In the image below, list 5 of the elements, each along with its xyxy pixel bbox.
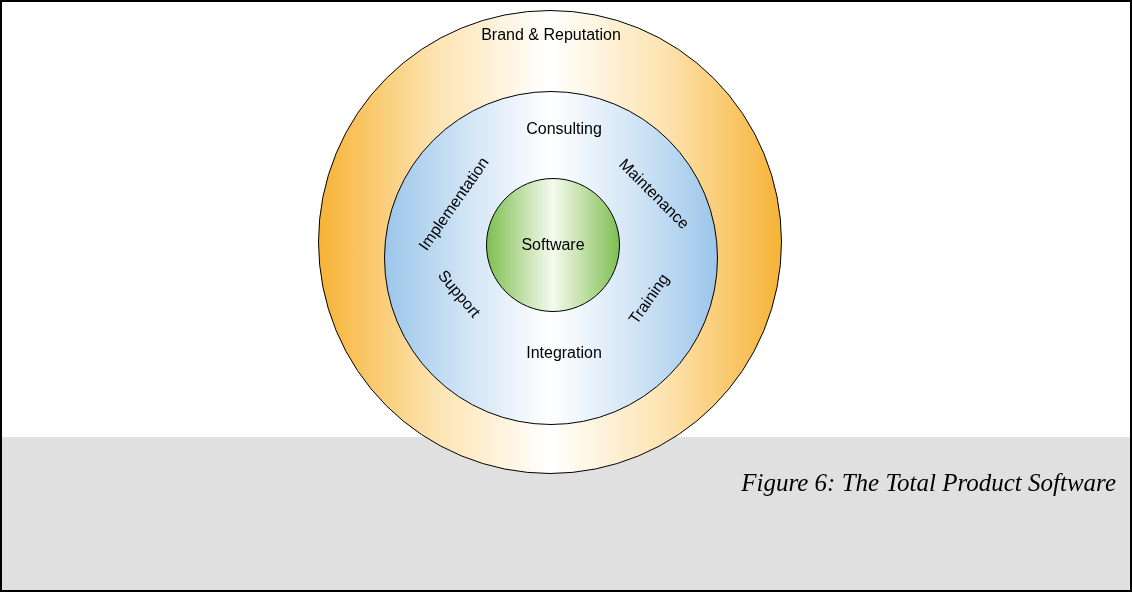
- ring-label: Brand & Reputation: [481, 27, 621, 43]
- ring-label: Consulting: [526, 121, 602, 137]
- ring-label: Integration: [526, 345, 602, 361]
- figure-caption: Figure 6: The Total Product Software: [741, 469, 1116, 497]
- ring-label: Software: [521, 237, 585, 253]
